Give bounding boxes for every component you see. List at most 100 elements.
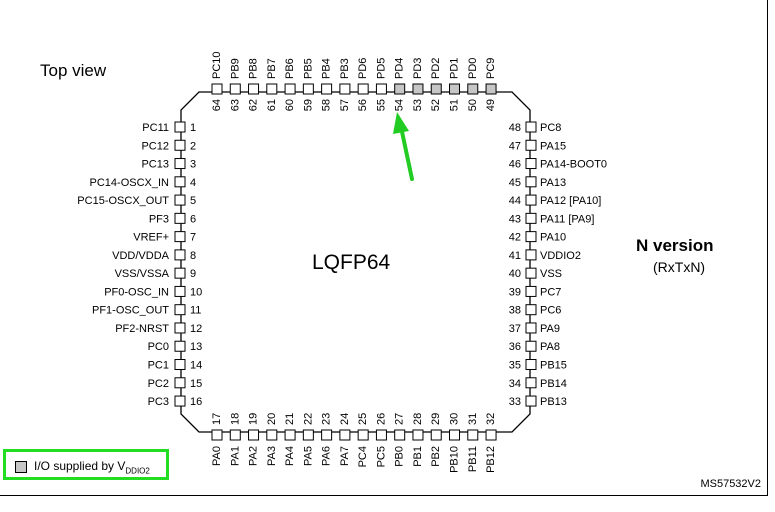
pin-name: PA4 xyxy=(284,446,296,466)
pin-pad xyxy=(174,121,186,133)
pin-name: PC15-OSCX_OUT xyxy=(77,195,169,207)
pin-pad xyxy=(174,231,186,243)
pin-number: 25 xyxy=(357,413,369,425)
pin-pad xyxy=(229,83,241,95)
pin-pad xyxy=(485,83,497,95)
pin-number: 54 xyxy=(394,99,406,111)
pin-name: VREF+ xyxy=(133,232,169,244)
pin-name: PA13 xyxy=(540,177,566,189)
pin-name: PD2 xyxy=(430,58,442,79)
pin-name: PA2 xyxy=(248,446,260,466)
pin-number: 20 xyxy=(266,413,278,425)
pin-number: 8 xyxy=(190,250,196,262)
pin-number: 5 xyxy=(190,195,196,207)
pin-number: 32 xyxy=(485,413,497,425)
pin-pad xyxy=(525,231,537,243)
pin-number: 36 xyxy=(509,341,521,353)
pin-name: PA15 xyxy=(540,140,566,152)
pin-name: PC9 xyxy=(485,58,497,79)
pin-name: PC7 xyxy=(540,286,561,298)
pin-name: PC0 xyxy=(148,341,169,353)
pin-pad xyxy=(174,359,186,371)
pin-pad xyxy=(412,429,424,441)
legend-box: I/O supplied by VDDIO2 xyxy=(3,449,169,480)
pin-pad xyxy=(174,212,186,224)
pin-number: 55 xyxy=(375,99,387,111)
pin-name: PF3 xyxy=(149,213,169,225)
pin-number: 59 xyxy=(302,99,314,111)
pin-name: PA14-BOOT0 xyxy=(540,159,607,171)
pin-name: PC2 xyxy=(148,378,169,390)
pin-pad xyxy=(266,429,278,441)
green-arrow-icon xyxy=(393,112,414,181)
pin-number: 13 xyxy=(190,341,202,353)
pin-pad xyxy=(375,429,387,441)
pin-number: 46 xyxy=(509,159,521,171)
pin-pad xyxy=(375,83,387,95)
pin-pad xyxy=(302,429,314,441)
pin-number: 12 xyxy=(190,323,202,335)
pin-pad xyxy=(430,83,442,95)
pin-pad xyxy=(174,249,186,261)
pin-name: PC14-OSCX_IN xyxy=(90,177,170,189)
pin-name: PB10 xyxy=(449,446,461,473)
pin-name: PD4 xyxy=(394,58,406,79)
pin-name: PB5 xyxy=(302,58,314,79)
pin-name: PD1 xyxy=(449,58,461,79)
pin-pad xyxy=(229,429,241,441)
pin-number: 56 xyxy=(357,99,369,111)
pin-pad xyxy=(284,83,296,95)
pin-name: PA8 xyxy=(540,341,560,353)
pin-pad xyxy=(525,194,537,206)
pin-number: 7 xyxy=(190,232,196,244)
pin-name: PA5 xyxy=(302,446,314,466)
pin-pad xyxy=(525,176,537,188)
legend-text: I/O supplied by VDDIO2 xyxy=(34,459,150,475)
pin-name: PF1-OSC_OUT xyxy=(92,305,169,317)
pin-pad xyxy=(525,304,537,316)
pin-pad xyxy=(525,249,537,261)
pin-name: PB1 xyxy=(412,446,424,467)
pin-name: PF2-NRST xyxy=(115,323,169,335)
pin-pad xyxy=(412,83,424,95)
pin-number: 63 xyxy=(229,99,241,111)
pin-name: PD3 xyxy=(412,58,424,79)
pin-name: VSS xyxy=(540,268,562,280)
pin-number: 22 xyxy=(302,413,314,425)
pin-number: 60 xyxy=(284,99,296,111)
pin-number: 39 xyxy=(509,286,521,298)
pin-name: PB0 xyxy=(394,446,406,467)
pin-number: 57 xyxy=(339,99,351,111)
top-view-label: Top view xyxy=(40,61,107,80)
pin-number: 61 xyxy=(266,99,278,111)
pin-number: 27 xyxy=(394,413,406,425)
pin-name: PC1 xyxy=(148,360,169,372)
pin-pad xyxy=(394,83,406,95)
pin-pad xyxy=(248,83,260,95)
pin-number: 17 xyxy=(211,413,223,425)
pin-number: 9 xyxy=(190,268,196,280)
pin-pad xyxy=(174,340,186,352)
pin-number: 6 xyxy=(190,213,196,225)
pin-pad xyxy=(174,285,186,297)
pin-number: 3 xyxy=(190,159,196,171)
pin-number: 31 xyxy=(467,413,479,425)
pin-pad xyxy=(174,194,186,206)
pin-number: 29 xyxy=(430,413,442,425)
pin-number: 11 xyxy=(190,305,201,317)
pin-number: 47 xyxy=(509,140,521,152)
pin-name: PC13 xyxy=(141,159,169,171)
pin-number: 64 xyxy=(211,99,223,111)
chip-body xyxy=(180,91,531,433)
pin-pad xyxy=(525,322,537,334)
pin-name: PC5 xyxy=(375,446,387,467)
pin-pad xyxy=(174,377,186,389)
pin-name: PB6 xyxy=(284,58,296,79)
pin-name: PA0 xyxy=(211,446,223,466)
pin-pad xyxy=(525,359,537,371)
pin-name: PD5 xyxy=(375,58,387,79)
pin-name: PC3 xyxy=(148,396,169,408)
pin-number: 30 xyxy=(449,413,461,425)
pin-pad xyxy=(430,429,442,441)
legend-label: I/O supplied by V xyxy=(34,459,126,473)
